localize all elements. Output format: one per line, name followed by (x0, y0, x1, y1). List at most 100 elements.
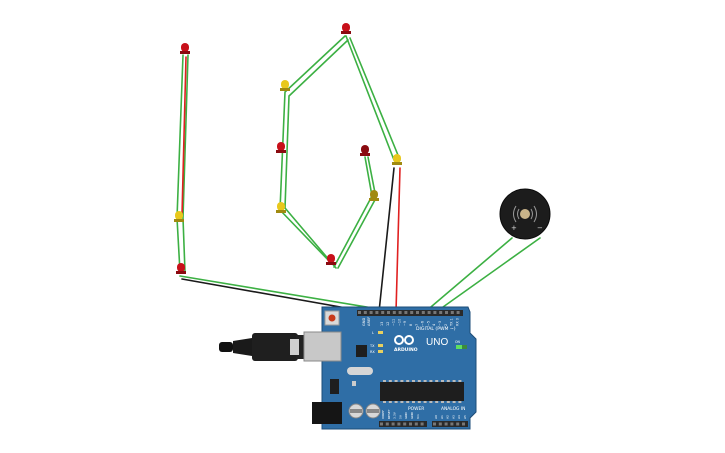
wire-green[interactable] (424, 237, 513, 313)
led-yellow[interactable] (174, 211, 184, 222)
led-yellow[interactable] (369, 190, 379, 201)
wire-green[interactable] (279, 35, 346, 265)
header-pin[interactable] (392, 311, 396, 314)
brand-label: ARDUINO (394, 347, 418, 353)
header-pin[interactable] (456, 311, 460, 314)
header-pin[interactable] (391, 422, 395, 426)
regulator (330, 379, 339, 394)
usb-plug-metal (290, 339, 299, 355)
chip-pin (412, 380, 415, 382)
chip-pins (383, 380, 462, 403)
led-red[interactable] (360, 145, 370, 156)
wire-black[interactable] (378, 167, 395, 313)
wire-green[interactable] (182, 54, 189, 273)
tx-led (378, 344, 383, 347)
header-pin[interactable] (381, 311, 385, 314)
capacitor-2-mark (367, 409, 379, 413)
digital-pin-label: 4 (432, 324, 436, 326)
wire-red[interactable] (181, 56, 187, 216)
digital-pins (358, 311, 460, 314)
wires (176, 35, 541, 315)
header-pin[interactable] (363, 311, 367, 314)
led-red[interactable] (176, 263, 186, 274)
rx-led (378, 350, 383, 353)
rx-led-label: RX (370, 350, 375, 354)
header-pin[interactable] (421, 311, 425, 314)
header-pin[interactable] (414, 422, 418, 426)
piezo-buzzer[interactable]: + − (499, 188, 551, 240)
header-pin[interactable] (369, 311, 373, 314)
header-pin[interactable] (456, 422, 460, 426)
wire-green[interactable] (435, 237, 541, 313)
header-pin[interactable] (462, 422, 465, 426)
digital-pin-label: 2 (444, 324, 448, 326)
chip-pin (388, 380, 392, 382)
header-pin[interactable] (380, 422, 383, 426)
header-pin[interactable] (416, 311, 419, 314)
header-pin[interactable] (385, 422, 389, 426)
power-pin-label: Vin (416, 414, 420, 419)
header-pin[interactable] (444, 422, 448, 426)
digital-pin-label: ~6 (421, 321, 425, 326)
power-pin-label: GND (410, 411, 414, 419)
wire-green[interactable] (179, 275, 386, 311)
wire-green[interactable] (284, 39, 349, 269)
header-pin[interactable] (438, 422, 442, 426)
led-red[interactable] (326, 254, 336, 265)
header-pin[interactable] (403, 422, 407, 426)
wire-red[interactable] (395, 167, 401, 313)
led-red[interactable] (276, 142, 286, 153)
header-pin[interactable] (420, 422, 424, 426)
led-red[interactable] (341, 23, 351, 34)
digital-pin-label: ~3 (438, 321, 442, 326)
chip-pin (429, 380, 433, 382)
header-pin[interactable] (445, 311, 448, 314)
led-yellow[interactable] (392, 154, 402, 165)
header-pin[interactable] (433, 311, 437, 314)
digital-pin-label: ~11 (392, 319, 396, 326)
header-pin[interactable] (410, 311, 414, 314)
header-pin[interactable] (427, 311, 431, 314)
wire-green[interactable] (345, 35, 395, 161)
reset-button-cap[interactable] (328, 314, 336, 322)
chip-pin (429, 401, 433, 403)
analog-pin-label: A3 (451, 415, 455, 419)
chip-pin (423, 401, 427, 403)
header-pin[interactable] (450, 422, 454, 426)
wire-green[interactable] (176, 54, 184, 273)
header-pin[interactable] (397, 422, 401, 426)
led-yellow[interactable] (276, 202, 286, 213)
chip-pin (417, 401, 421, 403)
model-label: UNO (426, 337, 448, 348)
header-pin[interactable] (433, 422, 436, 426)
wire-green[interactable] (349, 37, 401, 161)
power-header-label: POWER (408, 406, 424, 412)
led-red[interactable] (180, 43, 190, 54)
digital-pin-label: TX 1 (450, 318, 454, 327)
wire-green[interactable] (337, 156, 377, 269)
header-pin[interactable] (450, 311, 454, 314)
header-pin[interactable] (358, 311, 361, 314)
chip-pin (452, 380, 456, 382)
power-pin-label: RESET (387, 409, 391, 419)
header-pin[interactable] (404, 311, 408, 314)
header-pin[interactable] (439, 311, 443, 314)
led-yellow[interactable] (280, 80, 290, 91)
header-pin[interactable] (409, 422, 412, 426)
header-pin[interactable] (375, 311, 379, 314)
usb-cable[interactable] (219, 333, 308, 361)
chip-pin (394, 380, 398, 382)
on-led-label: ON (455, 340, 461, 344)
chip-pin (441, 380, 444, 382)
digital-pin-label: RX 0 (455, 318, 459, 326)
header-pin[interactable] (398, 311, 402, 314)
header-pin[interactable] (387, 311, 390, 314)
chip-pin (458, 380, 462, 382)
wire-green[interactable] (333, 156, 373, 268)
analog-pin-label: A5 (463, 415, 467, 419)
chip-pin (406, 401, 410, 403)
